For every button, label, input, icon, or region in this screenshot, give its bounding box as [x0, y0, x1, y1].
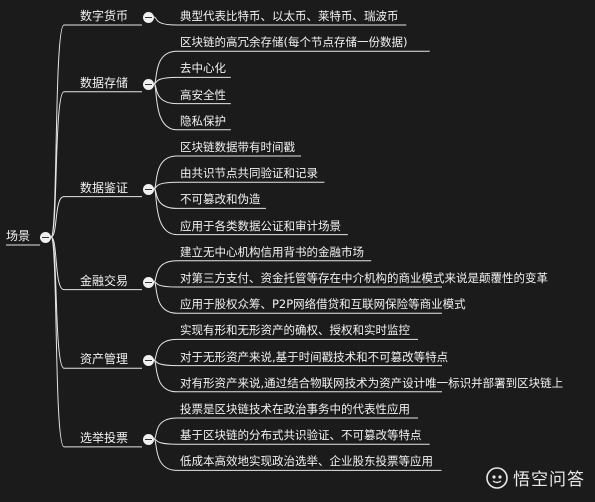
- leaf-label-4-2: 对有形资产来说,通过结合物联网技术为资产设计唯一标识并部署到区块链上: [180, 375, 564, 390]
- leaf-label-2-0: 区块链数据带有时间戳: [180, 140, 295, 154]
- leaf-label-2-1: 由共识节点共同验证和记录: [180, 166, 318, 181]
- watermark: 悟空问答: [486, 465, 585, 490]
- leaf-label-3-1: 对第三方支付、资金托管等存在中介机构的商业模式来说是颠覆性的变革: [180, 271, 548, 285]
- leaf-connector-4-0: [153, 338, 178, 361]
- branch-toggle-0[interactable]: [143, 12, 154, 23]
- leaf-label-3-0: 建立无中心机构信用背书的金融市场: [180, 244, 364, 259]
- leaf-label-5-1: 基于区块链的分布式共识验证、不可篡改等特点: [180, 428, 422, 443]
- leaf-connector-1-1: [153, 76, 178, 85]
- root-collapse-toggle[interactable]: [40, 232, 51, 243]
- leaf-connector-4-1: [153, 359, 178, 367]
- branch-toggle-3[interactable]: [143, 276, 154, 288]
- branch-label-1: 数据存储: [80, 75, 129, 90]
- leaf-connector-4-2: [153, 359, 178, 393]
- leaf-label-2-3: 应用于各类数据公证和审计场景: [180, 218, 341, 233]
- branch-label-2: 数据鉴证: [80, 180, 129, 195]
- leaf-label-1-0: 区块链的高冗余存储(每个节点存储一份数据): [180, 35, 408, 50]
- leaf-connector-5-2: [153, 438, 178, 471]
- root-connector-5: [50, 236, 65, 448]
- watermark-text: 悟空问答: [513, 470, 585, 490]
- leaf-label-4-0: 实现有形和无形资产的确权、授权和实时监控: [180, 323, 410, 338]
- leaf-label-3-2: 应用于股权众筹、P2P网络借贷和互联网保险等商业模式: [180, 297, 466, 312]
- wukong-logo-icon: [486, 466, 508, 489]
- leaf-label-4-1: 对于无形资产来说,基于时间戳技术和不可篡改等特点: [180, 349, 449, 364]
- leaf-label-1-3: 隐私保护: [180, 113, 226, 128]
- branch-toggle-2[interactable]: [143, 183, 154, 195]
- branch-label-0: 数字货币: [80, 9, 129, 23]
- leaf-connector-5-0: [153, 417, 178, 440]
- leaf-label-0-0: 典型代表比特币、以太币、莱特币、瑞波币: [180, 9, 399, 23]
- root-node-label: 场景: [6, 229, 31, 243]
- leaf-connector-3-1: [153, 281, 178, 288]
- leaf-connector-3-2: [153, 281, 178, 314]
- root-connector-4: [50, 236, 65, 369]
- leaf-label-2-2: 不可篡改和伪造: [180, 192, 261, 207]
- leaf-connector-1-3: [153, 83, 178, 131]
- leaf-connector-2-0: [153, 155, 178, 190]
- leaf-label-5-2: 低成本高效地实现政治选举、企业股东投票等应用: [180, 454, 433, 469]
- root-connector-2: [50, 196, 65, 238]
- leaf-label-1-2: 高安全性: [180, 87, 226, 102]
- branch-toggle-5[interactable]: [143, 433, 154, 445]
- leaf-connector-0-0: [153, 16, 178, 26]
- leaf-connector-5-1: [153, 438, 178, 445]
- leaf-connector-1-2: [153, 83, 178, 105]
- leaf-connector-2-1: [153, 181, 178, 190]
- root-connector-1: [50, 91, 65, 238]
- root-connector-3: [50, 236, 65, 291]
- leaf-label-5-0: 投票是区块链技术在政治事务中的代表性应用: [180, 402, 410, 416]
- branch-label-5: 选举投票: [80, 430, 129, 445]
- branch-toggle-1[interactable]: [143, 78, 154, 90]
- leaf-connector-3-0: [153, 260, 178, 283]
- leaf-connector-2-2: [153, 188, 178, 209]
- branch-label-3: 金融交易: [80, 273, 129, 288]
- leaf-connector-1-0: [153, 50, 178, 85]
- branch-label-4: 资产管理: [80, 352, 129, 367]
- leaf-label-1-1: 去中心化: [180, 61, 226, 76]
- branch-toggle-4[interactable]: [143, 355, 154, 367]
- leaf-connector-2-3: [153, 188, 178, 236]
